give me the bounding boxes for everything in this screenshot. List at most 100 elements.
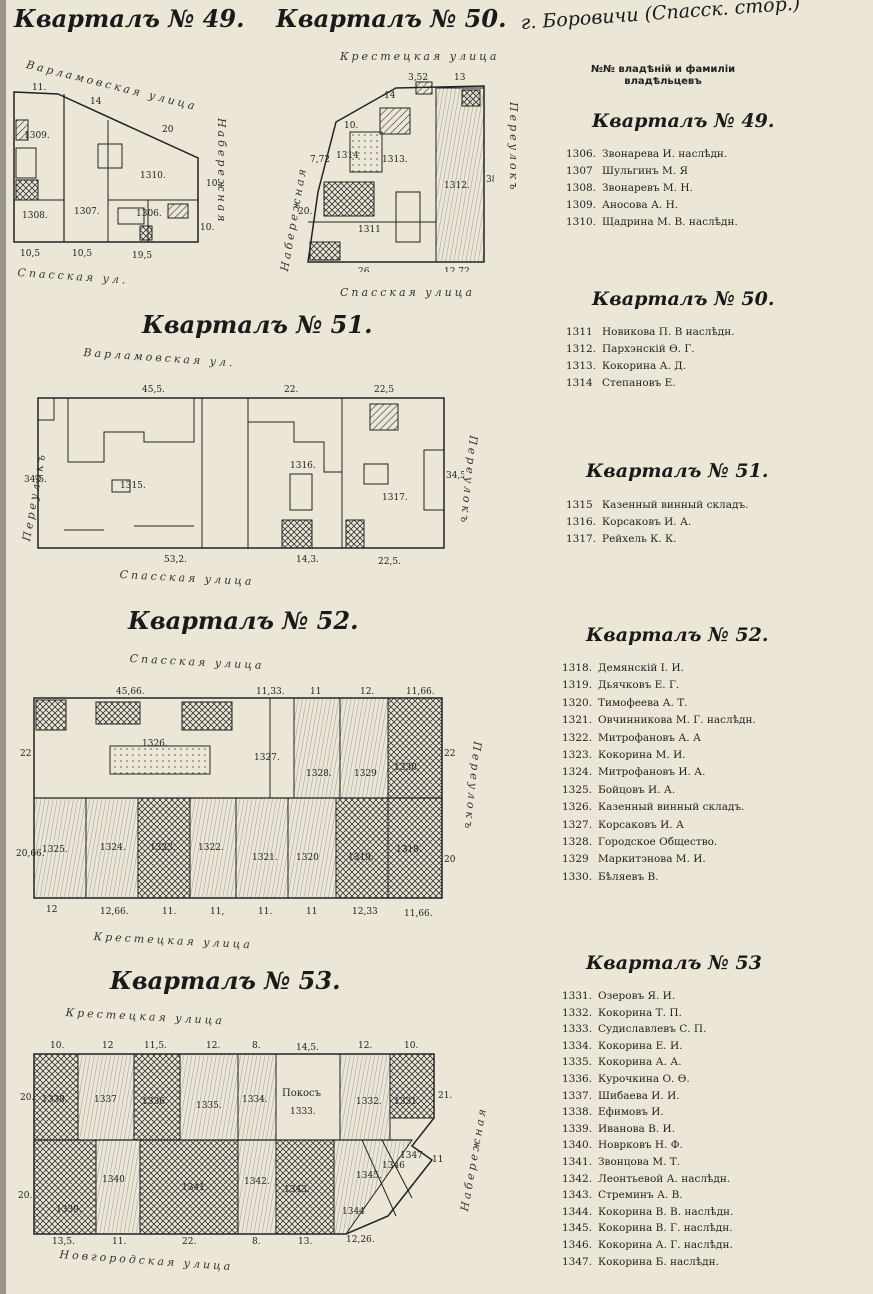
lot-1329: 1329	[354, 769, 377, 779]
dim-53-a: 10.	[50, 1041, 64, 1051]
dim-52-c: 11	[310, 687, 321, 697]
dim-51-g: 14,3.	[296, 555, 319, 565]
owner-number: 1345.	[562, 1222, 593, 1235]
owner-row: 1332.Кокорина Т. П.	[562, 1005, 733, 1022]
list-header-line2: владѣльцевъ	[624, 76, 702, 87]
owner-name: Стреминъ А. В.	[598, 1189, 683, 1202]
lot-1315: 1315.	[120, 481, 146, 491]
owner-row: 1320.Тимофеева А. Т.	[562, 695, 756, 712]
dim-49-c: 20	[162, 125, 174, 135]
owner-number: 1344.	[562, 1205, 593, 1218]
lot-1324: 1324.	[100, 843, 126, 853]
owner-number: 1323.	[562, 749, 593, 762]
list-heading-53: Кварталъ № 53	[586, 952, 762, 974]
owner-number: 1337.	[562, 1089, 593, 1102]
owner-number: 1330.	[562, 870, 593, 883]
owner-number: 1347.	[562, 1255, 593, 1268]
owner-row: 1330.Бѣляевъ В.	[562, 869, 756, 886]
street-spasskaya-51: Спасская улица	[119, 568, 255, 589]
owner-name: Бойцовъ И. А.	[598, 783, 676, 796]
map-block-53: 1338. 1337 1336. 1335. 1334. Покосъ 1333…	[18, 1041, 452, 1247]
dim-53-c: 11,5.	[144, 1041, 167, 1051]
dim-53-i: 20.	[20, 1093, 34, 1103]
dim-51-e: 34,5.	[446, 471, 464, 481]
street-varlamovskaya-51: Варламовская ул.	[83, 346, 236, 370]
owner-name: Корсаковъ И. А	[598, 818, 684, 831]
dim-52-q: 11,66.	[404, 909, 433, 919]
dim-49-a: 11.	[32, 83, 46, 93]
owner-row: 1318.Демянскій І. И.	[562, 660, 756, 677]
dim-51-f: 53,2.	[164, 555, 187, 565]
owner-number: 1333.	[562, 1023, 593, 1036]
owner-row: 1338.Ефимовъ И.	[562, 1104, 733, 1121]
dim-53-k: 20.	[18, 1191, 32, 1201]
owner-row: 1346.Кокорина А. Г. наслѣдн.	[562, 1237, 733, 1254]
lot-1340: 1340	[102, 1175, 125, 1185]
lot-1327: 1327.	[254, 753, 280, 763]
dim-49-e: 10.	[200, 223, 214, 233]
owner-name: Курочкина О. Ѳ.	[598, 1072, 690, 1085]
lot-1323: 1323.	[150, 843, 176, 853]
owner-name: Степановъ Е.	[602, 377, 676, 389]
owner-number: 1315	[566, 499, 593, 511]
owner-row: 1312.Пархэнскій Ѳ. Г.	[566, 341, 735, 358]
dim-51-b: 22.	[284, 385, 298, 395]
lot-1344: 1344	[342, 1207, 365, 1217]
lot-1342: 1342.	[244, 1177, 270, 1187]
owner-row: 1331.Озеровъ Я. И.	[562, 988, 733, 1005]
dim-52-o: 11	[306, 907, 317, 917]
owner-row: 1343.Стреминъ А. В.	[562, 1187, 733, 1204]
dim-52-j: 12	[46, 905, 57, 915]
owner-name: Демянскій І. И.	[598, 662, 684, 674]
street-spasskaya-50: Спасская улица	[340, 286, 475, 299]
owner-name: Звонаревъ М. Н.	[602, 182, 693, 194]
lot-1321: 1321.	[252, 853, 278, 863]
lot-1335: 1335.	[196, 1101, 222, 1111]
street-pereulok-50: Переулокъ	[507, 102, 520, 193]
dim-53-e: 8.	[252, 1041, 261, 1051]
lot-1310: 1310.	[140, 171, 166, 181]
street-krestetskaya-50: Крестецкая улица	[340, 50, 500, 63]
owner-name: Новикова П. В наслѣдн.	[602, 326, 735, 338]
lot-1331: 1331.	[394, 1097, 420, 1107]
street-pereulok-52: Переулокъ	[461, 740, 484, 833]
owner-name: Кокорина А. А.	[598, 1056, 682, 1069]
owner-name: Кокорина А. Г. наслѣдн.	[598, 1238, 733, 1251]
dim-53-f: 14,5.	[296, 1043, 319, 1053]
dim-52-k: 12,66.	[100, 907, 129, 917]
dim-52-n: 11.	[258, 907, 272, 917]
owner-row: 1328.Городское Общество.	[562, 834, 756, 851]
owner-row: 1340.Новрковъ Н. Ф.	[562, 1137, 733, 1154]
lot-1334: 1334.	[242, 1095, 268, 1105]
dim-53-m: 13,5.	[52, 1237, 75, 1247]
dim-51-c: 22,5	[374, 385, 394, 395]
owner-number: 1312.	[566, 343, 597, 355]
owner-number: 1308.	[566, 182, 597, 194]
owner-row: 1333.Судиславлевъ С. П.	[562, 1021, 733, 1038]
dim-49-b: 14	[90, 97, 102, 107]
owner-number: 1340.	[562, 1139, 593, 1152]
dim-52-b: 11,33.	[256, 687, 285, 697]
dim-53-l: 11	[432, 1155, 443, 1165]
map-heading-53: Кварталъ № 53.	[110, 966, 341, 995]
dim-52-f: 22	[20, 749, 31, 759]
dim-52-l: 11.	[162, 907, 176, 917]
owner-number: 1314	[566, 377, 593, 389]
map-block-50: 1314 1313. 1312. 1311 3,52 13 10. 14 7,7…	[298, 73, 494, 272]
dim-49-f: 10,5	[20, 249, 40, 259]
dim-49-g: 10,5	[72, 249, 92, 259]
lot-1314: 1314	[336, 151, 359, 161]
owner-name: Дьячковъ Е. Г.	[598, 679, 680, 692]
lot-1325: 1325.	[42, 845, 68, 855]
owner-row: 1341.Звонцова М. Т.	[562, 1154, 733, 1171]
owner-name: Корсаковъ И. А.	[602, 516, 692, 528]
street-naberezhnaya-53: Набережная	[458, 1105, 490, 1213]
dim-52-g: 22	[444, 749, 455, 759]
dim-49-d: 10.	[206, 179, 220, 189]
owner-name: Казенный винный складъ.	[598, 801, 745, 814]
owner-name: Кокорина А. Д.	[602, 360, 687, 372]
